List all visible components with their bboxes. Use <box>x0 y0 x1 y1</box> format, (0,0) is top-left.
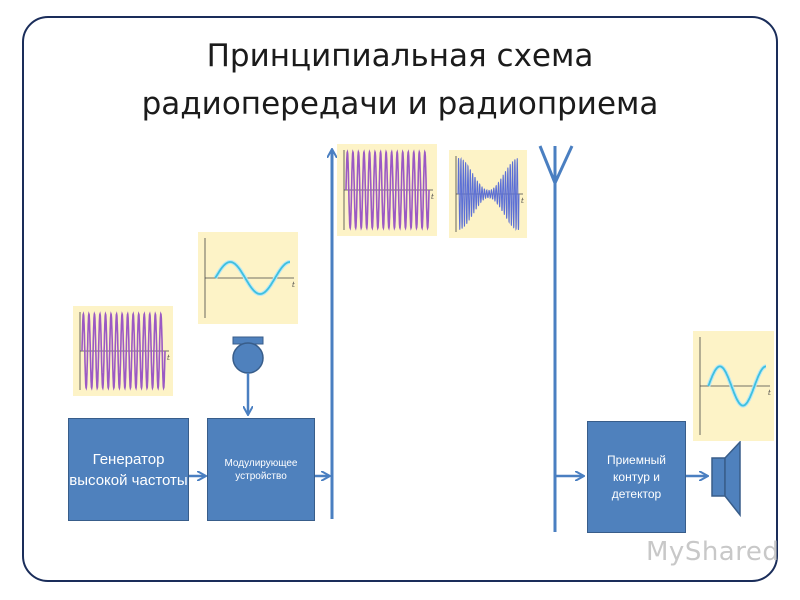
receiver-block: Приемный контур и детектор <box>587 421 686 533</box>
svg-text:t: t <box>292 281 295 289</box>
slide-frame <box>22 16 778 582</box>
modulation-sound-graph: t <box>198 232 298 324</box>
slide-title: Принципиальная схема радиопередачи и рад… <box>40 32 760 128</box>
generator-block: Генератор высокой частоты <box>68 418 189 521</box>
received-sound-graph: t <box>693 331 774 441</box>
receiver-label: Приемный контур и детектор <box>607 452 666 501</box>
svg-text:t: t <box>768 389 771 397</box>
svg-text:t: t <box>521 197 524 205</box>
antenna-carrier-graph: t <box>337 144 437 236</box>
modulator-label: Модулирующее устройство <box>224 457 298 482</box>
svg-text:t: t <box>167 354 170 362</box>
receive-antenna <box>538 145 574 532</box>
watermark-text: MyShared <box>646 537 780 567</box>
generator-label: Генератор высокой частоты <box>69 450 188 489</box>
microphone-icon <box>232 336 264 374</box>
modulator-block: Модулирующее устройство <box>207 418 315 521</box>
speaker-icon <box>711 440 741 518</box>
title-line-2: радиопередачи и радиоприема <box>141 86 659 122</box>
generator-carrier-graph: t <box>73 306 173 396</box>
modulated-signal-graph: t <box>449 150 527 238</box>
svg-text:t: t <box>431 193 434 201</box>
title-line-1: Принципиальная схема <box>206 38 594 74</box>
